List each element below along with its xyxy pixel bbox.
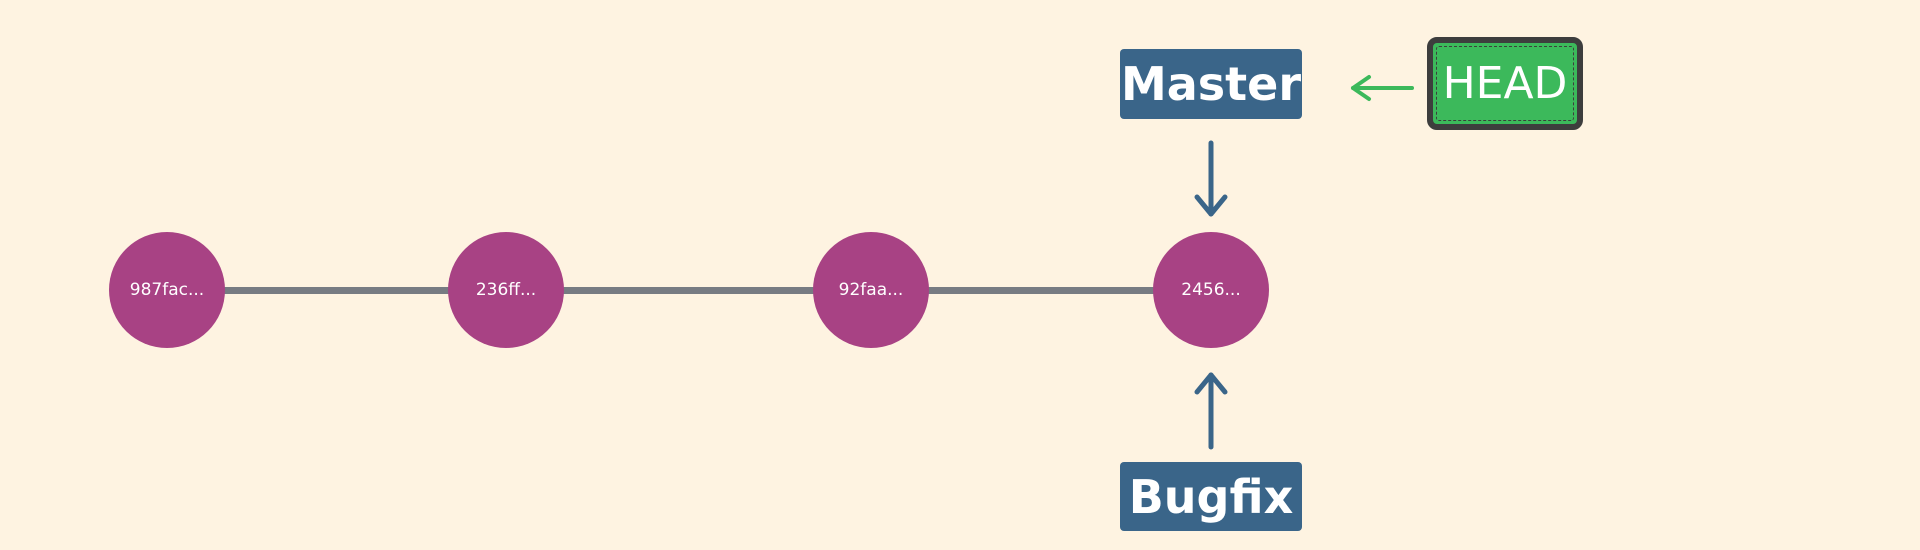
arrow-down-icon (1194, 140, 1228, 217)
commit-hash: 2456... (1181, 280, 1241, 300)
commit-node[interactable]: 987fac... (109, 232, 225, 348)
commit-link (167, 287, 506, 294)
head-pointer[interactable]: HEAD (1427, 37, 1583, 130)
branch-label: Master (1120, 57, 1302, 111)
head-dashed-border (1436, 46, 1574, 121)
branch-master[interactable]: Master (1120, 49, 1302, 119)
commit-node[interactable]: 2456... (1153, 232, 1269, 348)
head-label: HEAD (1442, 58, 1568, 109)
arrow-up-icon (1194, 372, 1228, 450)
commit-link (506, 287, 871, 294)
branch-label: Bugfix (1128, 469, 1294, 524)
commit-hash: 92faa... (838, 280, 904, 300)
commit-hash: 236ff... (475, 280, 537, 300)
commit-hash: 987fac... (129, 280, 205, 300)
arrow-left-icon (1351, 75, 1414, 101)
commit-node[interactable]: 236ff... (448, 232, 564, 348)
branch-bugfix[interactable]: Bugfix (1120, 462, 1302, 531)
commit-node[interactable]: 92faa... (813, 232, 929, 348)
commit-link (871, 287, 1211, 294)
